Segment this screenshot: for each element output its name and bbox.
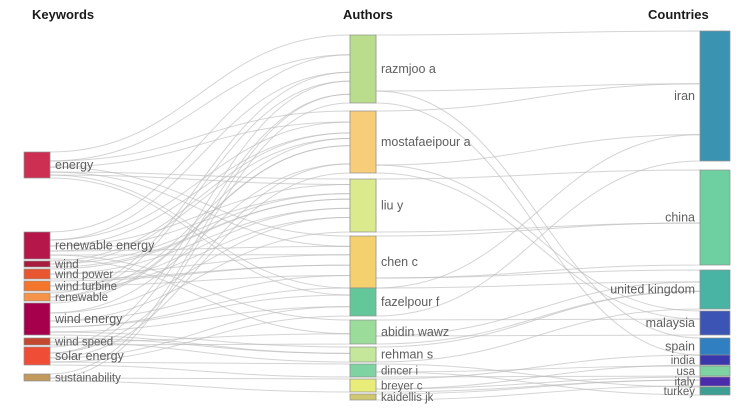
column-title-authors: Authors (343, 7, 393, 22)
sankey-node-label: fazelpour f (381, 295, 440, 309)
column-titles-layer: Keywords Authors Countries (32, 7, 709, 22)
sankey-node-label: chen c (381, 255, 418, 269)
sankey-node-author[interactable] (349, 346, 377, 363)
sankey-node-label: usa (676, 366, 695, 378)
sankey-node-keyword[interactable] (23, 337, 51, 346)
sankey-node-label: malaysia (646, 316, 695, 330)
sankey-node-country[interactable] (699, 337, 731, 356)
sankey-node-country[interactable] (699, 354, 731, 366)
sankey-node-keyword[interactable] (23, 268, 51, 280)
sankey-node-keyword[interactable] (23, 346, 51, 366)
sankey-node-label: solar energy (55, 349, 125, 363)
sankey-node-label: renewable (55, 292, 108, 304)
nodes-layer (23, 30, 731, 401)
sankey-node-country[interactable] (699, 310, 731, 336)
sankey-node-author[interactable] (349, 110, 377, 174)
sankey-node-label: kaidellis jk (381, 392, 434, 404)
sankey-node-keyword[interactable] (23, 151, 51, 179)
sankey-node-label: dincer i (381, 366, 418, 378)
sankey-node-keyword[interactable] (23, 231, 51, 260)
sankey-node-keyword[interactable] (23, 302, 51, 336)
sankey-node-label: rehman s (381, 348, 433, 362)
sankey-node-country[interactable] (699, 376, 731, 387)
sankey-node-label: wind speed (54, 337, 113, 349)
column-title-countries: Countries (648, 7, 709, 22)
sankey-node-label: spain (665, 340, 695, 354)
sankey-node-keyword[interactable] (23, 280, 51, 292)
sankey-node-country[interactable] (699, 169, 731, 266)
sankey-node-label: wind power (54, 269, 113, 281)
sankey-node-author[interactable] (349, 235, 377, 289)
sankey-node-label: united kingdom (610, 283, 695, 297)
sankey-node-keyword[interactable] (23, 260, 51, 268)
sankey-node-label: mostafaeipour a (381, 135, 471, 149)
sankey-node-label: abidin wawz (381, 325, 449, 339)
sankey-node-keyword[interactable] (23, 292, 51, 302)
sankey-node-label: iran (674, 89, 695, 103)
sankey-node-label: breyer c (381, 381, 423, 393)
sankey-node-author[interactable] (349, 363, 377, 378)
sankey-node-country[interactable] (699, 365, 731, 377)
column-title-keywords: Keywords (32, 7, 94, 22)
sankey-node-label: liu y (381, 199, 404, 213)
sankey-node-author[interactable] (349, 178, 377, 233)
sankey-node-keyword[interactable] (23, 373, 51, 382)
sankey-node-author[interactable] (349, 319, 377, 345)
sankey-node-label: sustainability (55, 373, 121, 385)
sankey-node-country[interactable] (699, 386, 731, 396)
sankey-node-label: energy (55, 158, 94, 172)
sankey-node-label: wind energy (54, 312, 123, 326)
sankey-node-label: china (665, 211, 695, 225)
sankey-node-author[interactable] (349, 34, 377, 104)
sankey-node-country[interactable] (699, 269, 731, 310)
sankey-node-label: wind (54, 259, 79, 271)
sankey-node-country[interactable] (699, 30, 731, 162)
sankey-node-label: italy (675, 377, 696, 389)
sankey-node-label: renewable energy (55, 239, 155, 253)
sankey-node-author[interactable] (349, 393, 377, 401)
sankey-node-author[interactable] (349, 287, 377, 317)
sankey-node-label: wind turbine (54, 281, 117, 293)
sankey-node-label: turkey (664, 386, 696, 398)
sankey-node-label: razmjoo a (381, 62, 436, 76)
sankey-node-label: india (671, 355, 696, 367)
sankey-node-author[interactable] (349, 378, 377, 393)
